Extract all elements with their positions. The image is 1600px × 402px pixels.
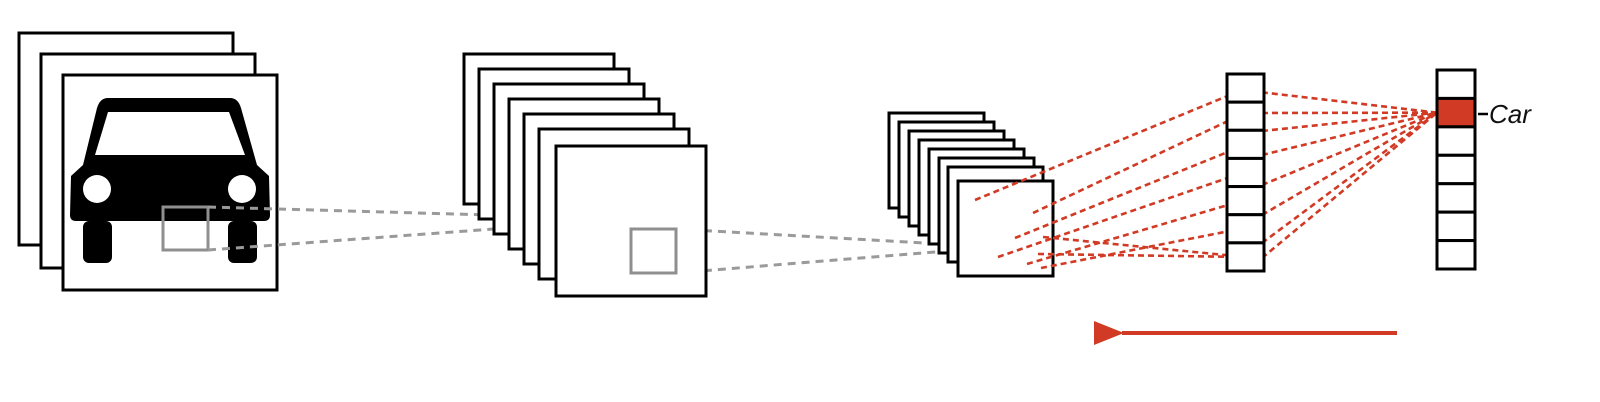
red-connection-line — [1261, 111, 1438, 187]
fc-cell — [1225, 100, 1266, 132]
input-image-stack — [17, 31, 279, 292]
red-connection-line — [1261, 111, 1438, 260]
output-cell — [1435, 125, 1477, 157]
fully-connected-vector — [1225, 72, 1266, 273]
output-cell — [1435, 239, 1477, 271]
input-receptive-field — [161, 205, 210, 252]
feature-map-stack-1 — [462, 52, 708, 298]
red-connection-line — [997, 170, 1246, 259]
fc-cell — [1225, 156, 1266, 189]
output-cell — [1435, 182, 1477, 214]
red-connection-line — [1261, 111, 1438, 157]
red-connection-lines — [974, 88, 1438, 270]
output-cell — [1435, 210, 1477, 243]
feature-map-1-receptive-field — [629, 227, 678, 275]
fc-cell — [1225, 185, 1266, 217]
feature-map-stack-2 — [887, 111, 1055, 278]
output-cell-highlighted — [1435, 96, 1477, 129]
red-connection-line — [1241, 88, 1438, 114]
fc-cell — [1225, 213, 1266, 245]
car-icon — [70, 98, 270, 263]
output-label: Car — [1489, 99, 1532, 129]
fc-cell — [1225, 128, 1266, 160]
output-cell — [1435, 68, 1477, 100]
red-connection-line — [1042, 235, 1246, 259]
output-cell — [1435, 153, 1477, 186]
red-connection-line — [1261, 111, 1438, 217]
fc-cell — [1225, 241, 1266, 273]
red-connection-line — [1014, 143, 1246, 240]
fc-cell — [1225, 72, 1266, 104]
red-connection-line — [1026, 198, 1246, 266]
red-connection-line — [974, 88, 1243, 202]
red-connection-line — [1032, 111, 1246, 215]
red-connection-line — [1037, 252, 1246, 259]
red-connection-line — [1261, 111, 1438, 245]
output-vector — [1435, 68, 1477, 271]
